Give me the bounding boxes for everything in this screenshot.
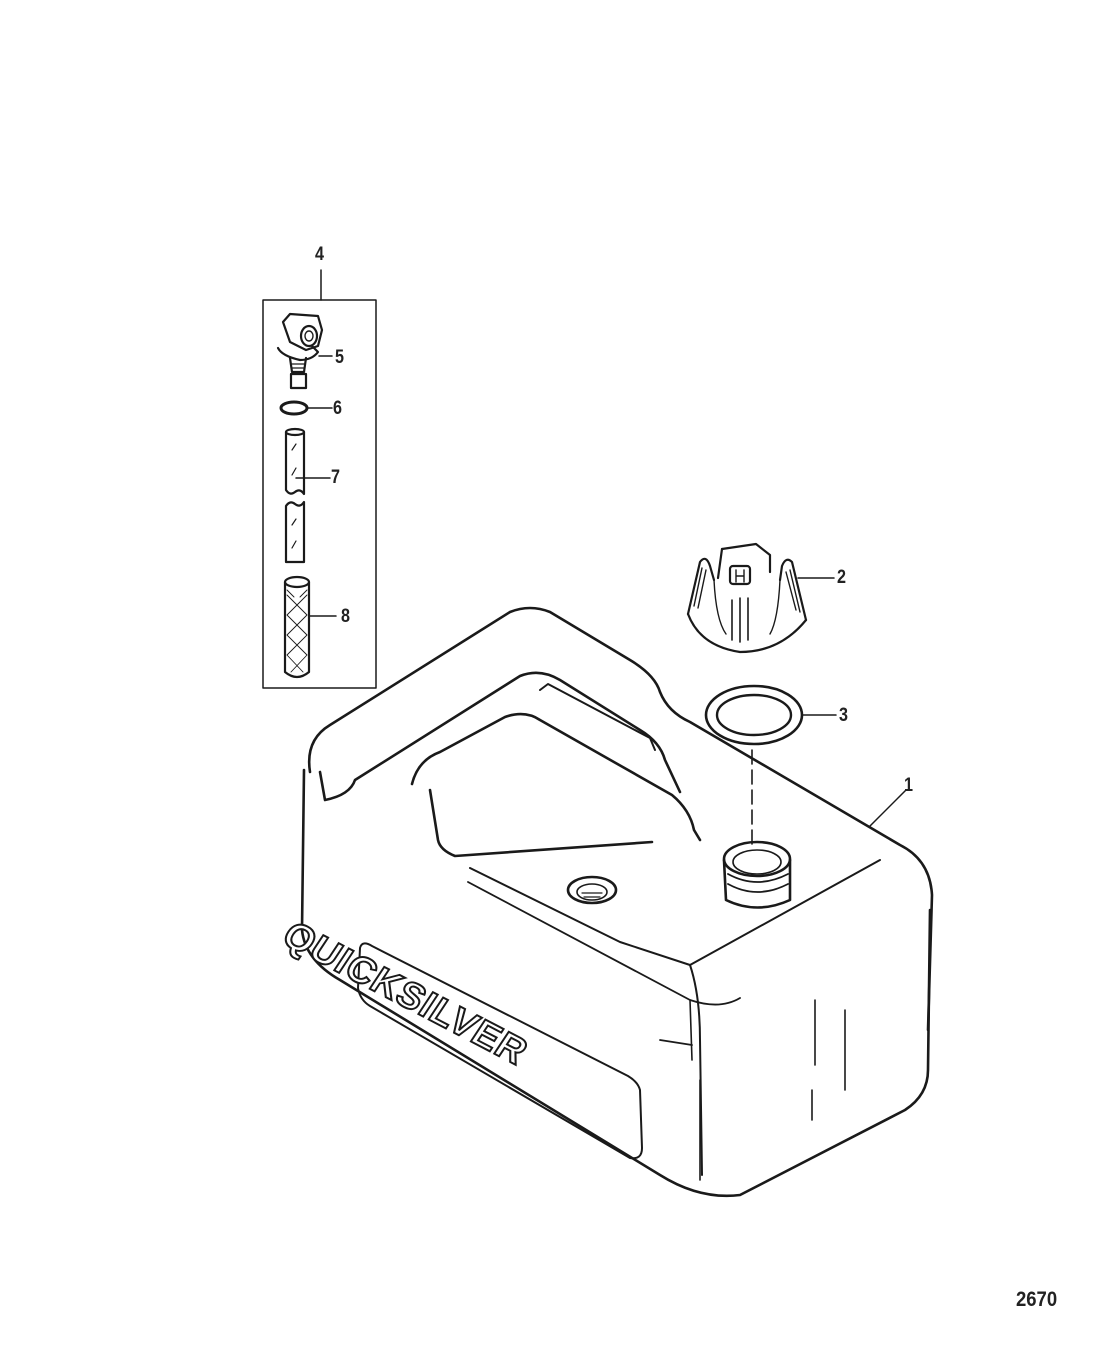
figure-number: 2670 [1016,1288,1058,1311]
callout-3: 3 [839,705,848,726]
pickup-tube-icon [284,427,331,564]
callout-5: 5 [335,347,344,368]
leader-line-1 [869,789,907,827]
fuel-cap-icon [686,542,835,654]
callout-1: 1 [904,775,913,796]
fuel-tank-icon [300,606,934,1198]
pickup-assembly-box [262,269,377,689]
callout-7: 7 [331,467,340,488]
callout-8: 8 [341,606,350,627]
callout-6: 6 [333,398,342,419]
brand-label-text: QUICKSILVER [275,914,536,1073]
filter-screen-icon [283,575,337,679]
o-ring-icon [279,400,333,416]
callout-2: 2 [837,567,846,588]
gasket-icon [704,684,837,851]
callout-4: 4 [315,244,324,265]
elbow-fitting-icon [276,312,333,390]
